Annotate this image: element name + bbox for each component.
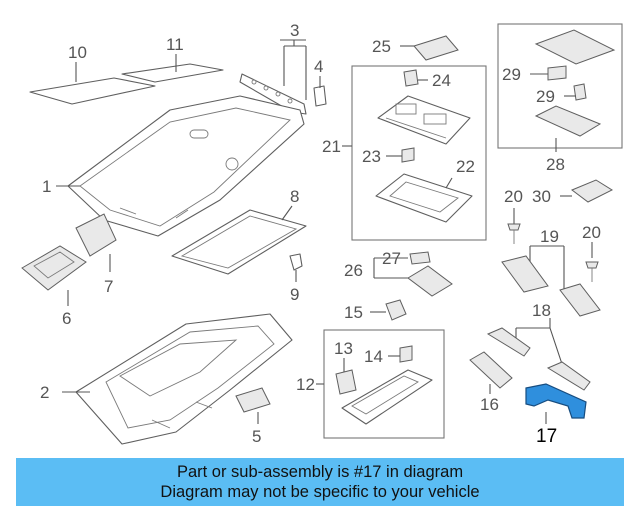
- callout-29b: 29: [536, 87, 555, 106]
- part-11-panel: [121, 63, 224, 83]
- callout-22: 22: [456, 157, 475, 176]
- callout-16: 16: [480, 395, 499, 414]
- part-18-handle-a: [486, 327, 531, 357]
- part-23-bulb: [401, 147, 415, 163]
- part-16-handle: [469, 351, 513, 389]
- part-29-bulb-b: [573, 83, 587, 101]
- callout-12: 12: [296, 375, 315, 394]
- banner-line-2: Diagram may not be specific to your vehi…: [160, 483, 480, 501]
- part-14-cap: [399, 345, 413, 363]
- part-5-lamp: [235, 387, 271, 413]
- part-10-panel: [29, 77, 156, 105]
- callout-3: 3: [290, 21, 299, 40]
- part-28-lens: [534, 105, 602, 137]
- info-banner: Part or sub-assembly is #17 in diagram D…: [16, 458, 624, 506]
- group-box-21: [351, 65, 487, 241]
- part-19-hook-b: [559, 283, 601, 317]
- callout-2: 2: [40, 383, 49, 402]
- part-29-bulb-a: [547, 65, 567, 81]
- callout-17: 17: [536, 426, 557, 447]
- part-30-lamp: [571, 179, 614, 203]
- part-28-console: [534, 29, 616, 65]
- callout-20b: 20: [582, 223, 601, 242]
- callout-1: 1: [42, 177, 51, 196]
- part-15-clip: [385, 299, 407, 321]
- callout-4: 4: [314, 57, 323, 76]
- callout-20a: 20: [504, 187, 523, 206]
- callout-15: 15: [344, 303, 363, 322]
- callout-13: 13: [334, 339, 353, 358]
- callout-8: 8: [290, 187, 299, 206]
- part-4-clip: [313, 85, 327, 107]
- callout-21: 21: [322, 137, 341, 156]
- part-27-bulb: [409, 251, 431, 265]
- part-22-lens: [375, 173, 473, 223]
- part-6-bracket: [21, 245, 87, 291]
- callout-18: 18: [532, 301, 551, 320]
- part-20-screw-b: [585, 242, 599, 282]
- callout-30: 30: [532, 187, 551, 206]
- callout-9: 9: [290, 285, 299, 304]
- callout-7: 7: [104, 277, 113, 296]
- callout-26: 26: [344, 261, 363, 280]
- callout-28: 28: [546, 155, 565, 174]
- callout-14: 14: [364, 347, 383, 366]
- part-18-handle-b: [546, 361, 591, 391]
- part-12-visor: [341, 369, 433, 425]
- part-20-screw-a: [507, 208, 521, 244]
- callout-29a: 29: [502, 65, 521, 84]
- part-7-vent: [75, 213, 117, 257]
- callout-25: 25: [372, 37, 391, 56]
- callout-11: 11: [166, 35, 184, 54]
- part-1-headliner: [67, 95, 305, 237]
- callout-5: 5: [252, 427, 261, 446]
- callout-27: 27: [382, 249, 401, 268]
- callout-10: 10: [68, 43, 87, 62]
- part-9-clip: [289, 253, 303, 271]
- part-2-headliner: [75, 313, 293, 445]
- part-24-bulb: [403, 69, 419, 87]
- banner-line-1: Part or sub-assembly is #17 in diagram: [176, 463, 464, 481]
- part-17-grab-handle: [525, 383, 587, 419]
- part-26-lamp: [407, 265, 453, 297]
- part-13-clip: [335, 369, 357, 395]
- part-19-hook-a: [501, 255, 549, 293]
- callout-23: 23: [362, 147, 381, 166]
- part-25-bracket: [413, 35, 459, 61]
- callout-19: 19: [540, 227, 559, 246]
- callout-24: 24: [432, 71, 451, 90]
- group-box-28: [497, 23, 623, 149]
- callout-6: 6: [62, 309, 71, 328]
- part-8-shade: [171, 209, 307, 275]
